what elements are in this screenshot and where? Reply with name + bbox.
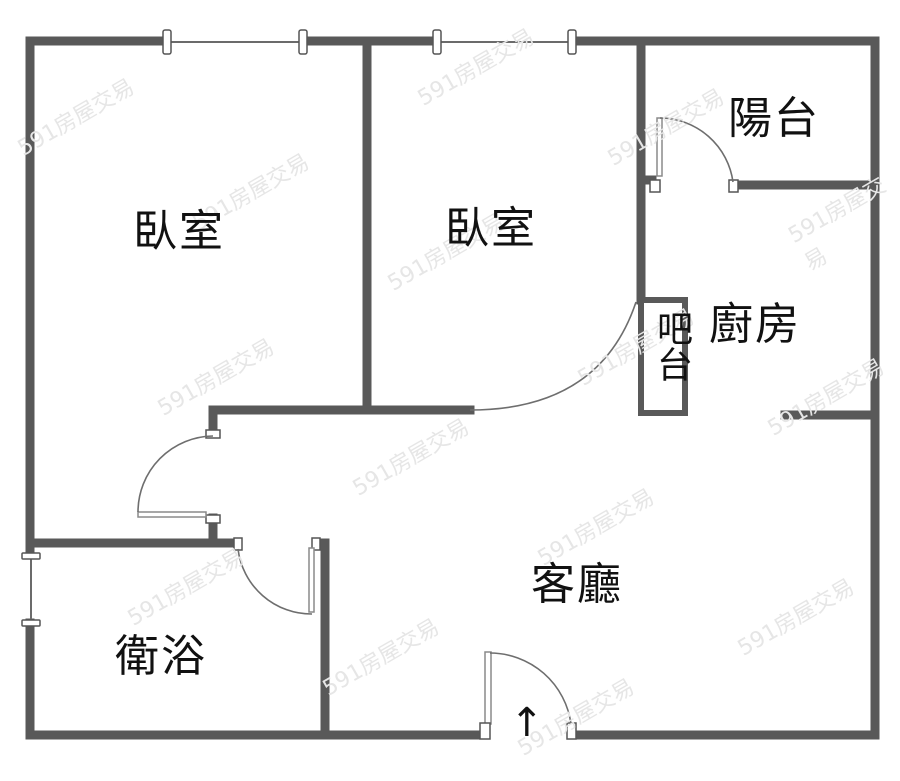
room-label-balcony: 陽台 bbox=[728, 93, 820, 144]
room-label-bedroom-1: 臥室 bbox=[133, 206, 225, 257]
room-label-living-room: 客廳 bbox=[531, 559, 623, 610]
room-label-kitchen: 廚房 bbox=[709, 299, 801, 350]
outer-walls bbox=[25, 36, 880, 740]
interior-walls bbox=[25, 36, 880, 740]
room-label-bathroom: 衛浴 bbox=[115, 631, 207, 682]
bar-counter-outline bbox=[638, 297, 688, 416]
room-label-bedroom-2: 臥室 bbox=[445, 203, 537, 254]
entrance-arrow-icon: ↑ bbox=[510, 700, 544, 746]
room-label-bar-counter: 吧台 bbox=[651, 310, 692, 382]
doors bbox=[137, 117, 739, 740]
windows bbox=[21, 29, 577, 627]
